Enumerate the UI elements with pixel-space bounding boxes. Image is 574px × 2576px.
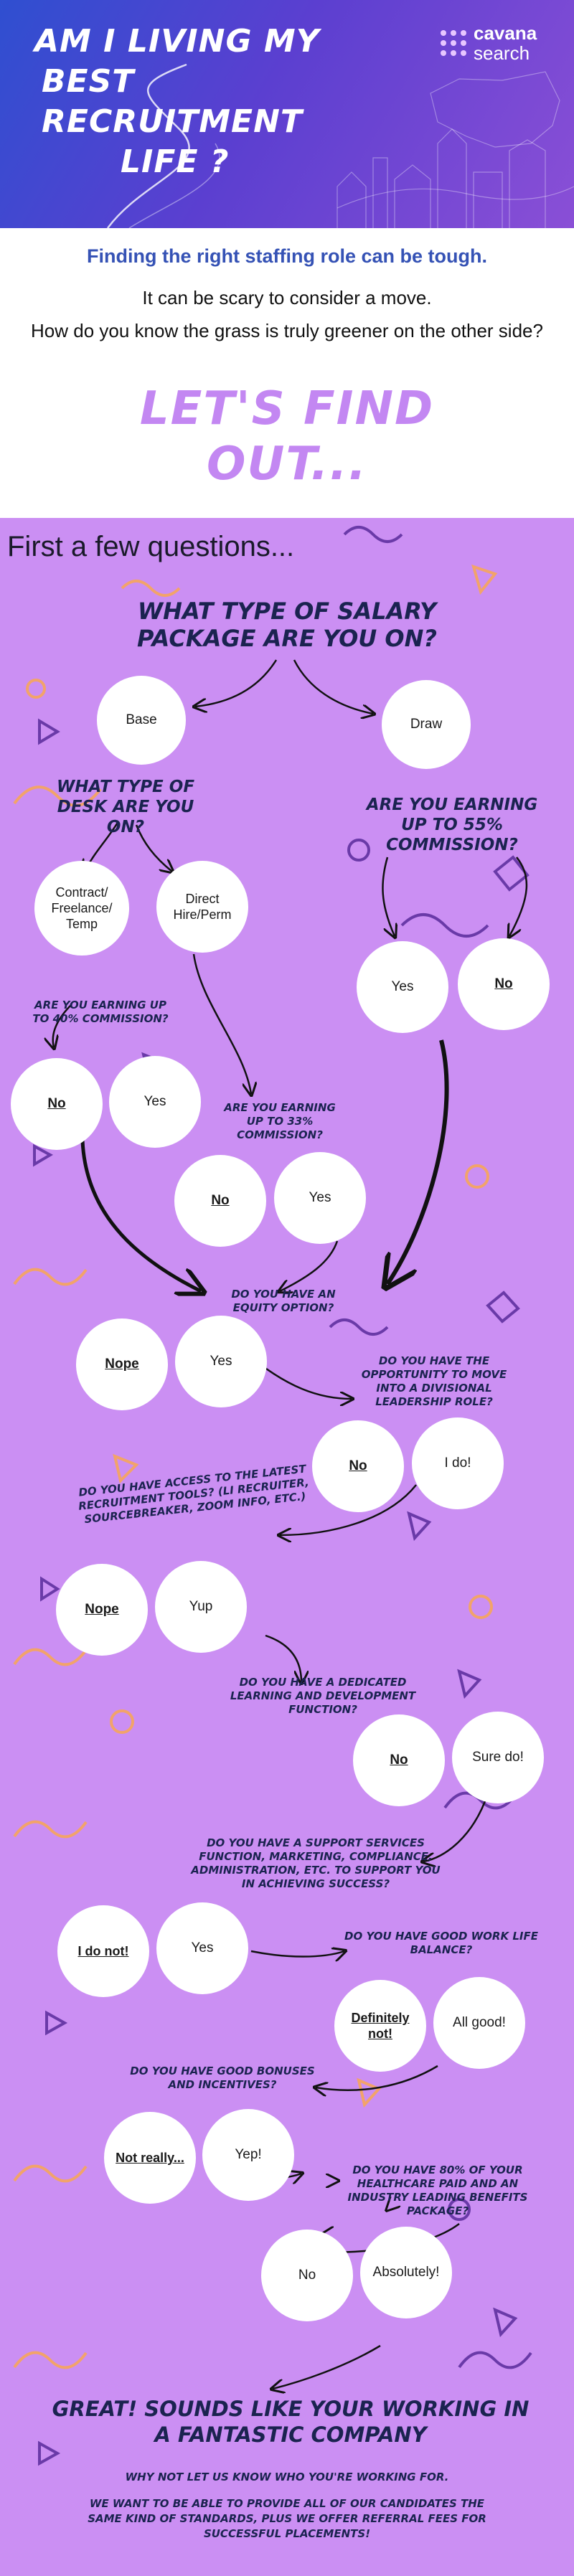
answer-label: Yes [309,1190,331,1205]
answer-draw[interactable]: Draw [382,680,471,769]
answer-tools-yes[interactable]: Yup [155,1561,247,1653]
answer-bonus-no[interactable]: Not really... [104,2112,196,2204]
answer-contract-no[interactable]: No [11,1058,103,1150]
header-title: Am I living my best recruitment life ? [34,22,364,182]
question-equity: Do you have an equity option? [231,1288,336,1314]
answer-tools-no[interactable]: Nope [56,1564,148,1656]
answer-label: Not really... [116,2151,184,2165]
logo-text: cavana search [474,23,537,63]
answer-label: All good! [453,2015,506,2030]
answer-label: Yes [391,979,414,994]
answer-label: Yes [191,1940,214,1955]
question-learning: Do you have a dedicated learning and dev… [230,1676,416,1716]
answer-label: No [390,1752,408,1768]
question-contract-40: Are you earning up to 40% commission? [32,999,169,1025]
answer-contract[interactable]: Contract/ Freelance/ Temp [34,861,129,956]
quiz-intro: First a few questions... [7,531,295,562]
intro-line-2: How do you know the grass is truly green… [31,320,543,341]
cta-line-2: out... [206,438,368,491]
answer-label: Yes [144,1094,166,1109]
answer-label: I do! [444,1456,471,1471]
skyline-illustration [106,63,574,228]
answer-learning-no[interactable]: No [353,1714,445,1806]
answer-label: Contract/ Freelance/ Temp [51,885,113,931]
answer-label: No [494,976,513,991]
answer-health-no[interactable]: No [261,2230,353,2321]
answer-equity-no[interactable]: Nope [76,1318,168,1410]
answer-bonus-yes[interactable]: Yep! [202,2109,294,2201]
question-balance: Do you have good work life balance? [344,1930,538,1956]
title-line: life ? [121,143,230,180]
answer-label: No [349,1458,367,1473]
answer-learning-yes[interactable]: Sure do! [452,1712,544,1803]
answer-balance-no[interactable]: Definitely not! [334,1980,426,2072]
answer-direct-yes[interactable]: Yes [274,1152,366,1244]
answer-support-yes[interactable]: Yes [156,1902,248,1994]
question-divisional: Do you have the opportunity to move into… [361,1354,507,1408]
answer-label: Draw [410,717,443,732]
logo-bold: cavana [474,22,537,44]
answer-support-no[interactable]: I do not! [57,1905,149,1997]
result-line-2: We want to be able to provide all of our… [88,2497,486,2540]
header-banner: Am I living my best recruitment life ? c… [0,0,574,228]
answer-equity-yes[interactable]: Yes [175,1316,267,1407]
answer-direct-hire[interactable]: Direct Hire/Perm [156,861,248,953]
logo-light: search [474,42,530,64]
question-salary: What type of salary package are you on? [137,598,437,652]
question-support: Do you have a support services function,… [191,1836,441,1890]
answer-label: Base [126,712,157,727]
answer-label: Yes [210,1354,232,1369]
answer-label: Absolutely! [372,2265,440,2280]
logo-mark [438,27,474,67]
answer-label: Definitely not! [351,2011,410,2041]
answer-health-yes[interactable]: Absolutely! [360,2227,452,2318]
answer-label: No [211,1193,230,1208]
answer-base[interactable]: Base [97,676,186,765]
answer-divisional-yes[interactable]: I do! [412,1417,504,1509]
result-headline: GREAT! Sounds like your working in a Fan… [52,2397,530,2447]
answer-label: Nope [85,1602,119,1617]
question-healthcare: Do you have 80% of your healthcare paid … [347,2164,528,2217]
result-line-1: Why not let us know who you're working f… [125,2471,449,2483]
answer-contract-yes[interactable]: Yes [109,1056,201,1148]
logo-dots-icon [441,30,466,56]
cta-line-1: Let's find [139,382,435,435]
answer-draw-no[interactable]: No [458,938,550,1030]
title-line: best recruitment [42,63,303,140]
answer-label: Yup [189,1599,213,1614]
question-desk: What type of Desk are you on? [56,778,195,836]
answer-direct-no[interactable]: No [174,1155,266,1247]
answer-divisional-no[interactable]: No [312,1420,404,1512]
answer-label: I do not! [77,1944,129,1958]
answer-label: Yep! [235,2147,262,2162]
answer-label: Nope [105,1357,139,1372]
answer-balance-yes[interactable]: All good! [433,1977,525,2069]
question-direct-33: Are you earning up to 33% commission? [224,1101,336,1141]
question-draw-55: Are you earning up to 55% commission? [366,796,538,854]
intro-headline: Finding the right staffing role can be t… [87,245,487,267]
answer-label: No [298,2268,316,2283]
title-line: Am I living my [34,23,320,60]
answer-label: Direct Hire/Perm [173,892,232,922]
question-bonus: Do you have good Bonuses and incentives? [130,2065,315,2091]
answer-label: Sure do! [472,1750,524,1765]
answer-label: No [47,1096,66,1111]
answer-draw-yes[interactable]: Yes [357,941,448,1033]
intro-line-1: It can be scary to consider a move. [142,287,432,308]
